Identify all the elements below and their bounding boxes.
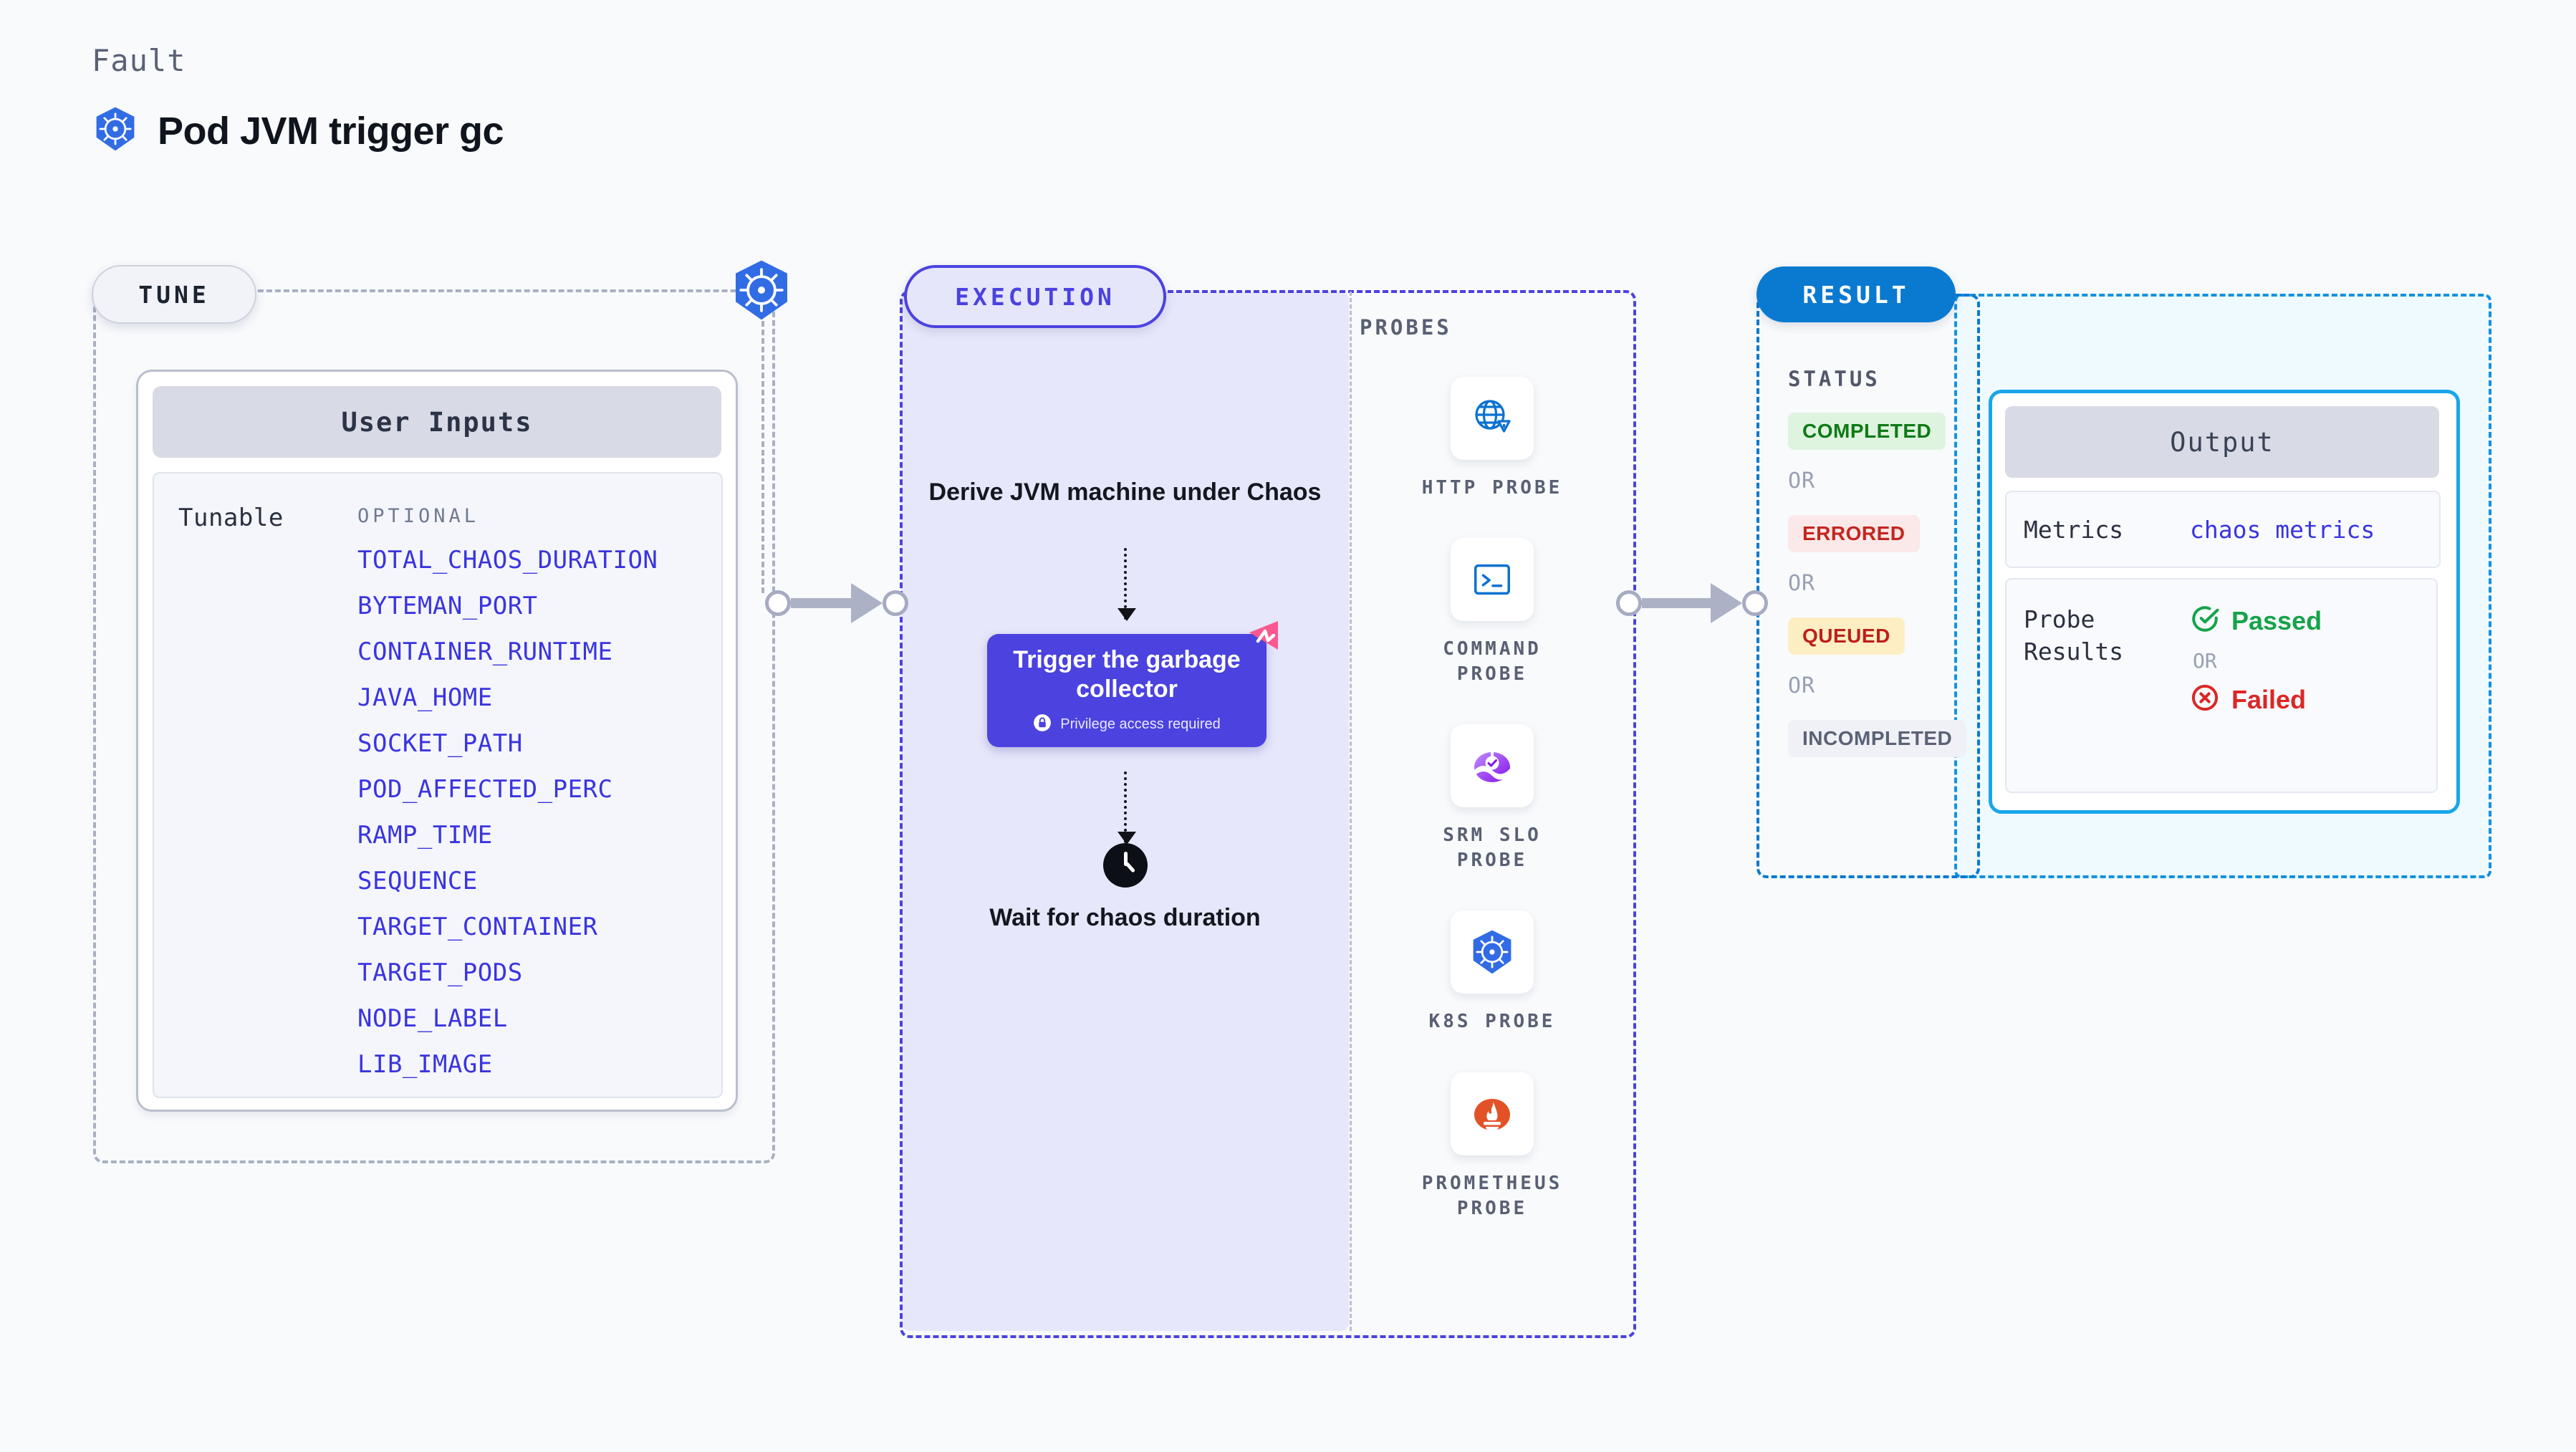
probe-srm-slo[interactable]: SRM SLO PROBE bbox=[1354, 724, 1630, 873]
metrics-value[interactable]: chaos metrics bbox=[2190, 515, 2375, 544]
optional-group-label: OPTIONAL bbox=[357, 505, 480, 527]
tunable-body: Tunable OPTIONAL TOTAL_CHAOS_DURATION BY… bbox=[153, 472, 723, 1098]
clock-icon bbox=[1102, 843, 1148, 888]
probe-srm-slo-label: SRM SLO PROBE bbox=[1443, 824, 1542, 872]
tunable-item[interactable]: TOTAL_CHAOS_DURATION bbox=[357, 546, 658, 574]
tunable-item[interactable]: SEQUENCE bbox=[357, 867, 478, 895]
status-or-1: OR bbox=[1788, 468, 1816, 494]
tunable-label: Tunable bbox=[178, 504, 284, 532]
tunable-item[interactable]: NODE_LABEL bbox=[357, 1004, 508, 1033]
status-badge-incompleted: INCOMPLETED bbox=[1788, 720, 1967, 757]
status-badge-errored: ERRORED bbox=[1788, 515, 1920, 552]
terminal-icon bbox=[1451, 538, 1534, 622]
connector-start-dot bbox=[1616, 590, 1642, 616]
probe-result-or: OR bbox=[2193, 649, 2217, 673]
gc-node-title: Trigger the garbage collector bbox=[1013, 645, 1241, 703]
gc-node-privilege-text: Privilege access required bbox=[1060, 716, 1221, 733]
tune-pill[interactable]: TUNE bbox=[92, 265, 256, 324]
lock-icon bbox=[1033, 713, 1052, 736]
tune-connector-stem bbox=[761, 321, 764, 593]
flow-arrow-1 bbox=[1118, 548, 1136, 621]
probe-prometheus[interactable]: PROMETHEUS PROBE bbox=[1354, 1072, 1630, 1221]
connector-end-dot bbox=[1742, 590, 1768, 616]
status-or-3: OR bbox=[1788, 673, 1816, 698]
prometheus-icon bbox=[1451, 1072, 1534, 1155]
output-metrics-row: Metrics chaos metrics bbox=[2005, 491, 2441, 568]
flow-arrow-2 bbox=[1118, 771, 1136, 845]
status-badge-completed: COMPLETED bbox=[1788, 413, 1946, 450]
connector-arrowhead bbox=[1711, 583, 1742, 623]
probes-column: PROBES HTTP PROBE COMMAND PROBE bbox=[1354, 315, 1630, 1221]
probes-title: PROBES bbox=[1360, 315, 1452, 340]
connector-arrowhead bbox=[851, 583, 883, 623]
status-title: STATUS bbox=[1788, 367, 1880, 391]
tunable-item[interactable]: TARGET_CONTAINER bbox=[357, 913, 598, 941]
gc-node-privilege: Privilege access required bbox=[1033, 713, 1221, 736]
probe-prometheus-label: PROMETHEUS PROBE bbox=[1421, 1172, 1563, 1219]
tunable-list: OPTIONAL TOTAL_CHAOS_DURATION BYTEMAN_PO… bbox=[357, 473, 658, 1097]
probe-k8s-label: K8S PROBE bbox=[1428, 1011, 1556, 1033]
probe-command[interactable]: COMMAND PROBE bbox=[1354, 538, 1630, 687]
probe-results-values: Passed OR Failed bbox=[2190, 604, 2322, 792]
status-or-2: OR bbox=[1788, 571, 1816, 596]
page-header: Fault Pod JVM trigger gc bbox=[92, 43, 504, 156]
execution-step-gc-node[interactable]: Trigger the garbage collector Privilege … bbox=[987, 621, 1278, 747]
probe-k8s[interactable]: K8S PROBE bbox=[1354, 910, 1630, 1034]
connector-bar bbox=[791, 598, 852, 608]
probe-result-failed: Failed bbox=[2190, 683, 2322, 716]
kubernetes-icon bbox=[92, 105, 139, 156]
tunable-item[interactable]: RAMP_TIME bbox=[357, 821, 493, 850]
execution-flow: Derive JVM machine under Chaos Trigger t… bbox=[901, 292, 1349, 1331]
srm-slo-icon bbox=[1451, 724, 1534, 808]
tunable-item[interactable]: TARGET_PODS bbox=[357, 958, 523, 987]
tunable-item[interactable]: JAVA_HOME bbox=[357, 683, 493, 712]
x-circle-icon bbox=[2190, 683, 2220, 716]
connector-tune-to-execution bbox=[765, 583, 908, 623]
probe-http[interactable]: HTTP PROBE bbox=[1354, 377, 1630, 501]
tunable-item[interactable]: BYTEMAN_PORT bbox=[357, 592, 538, 620]
metrics-label: Metrics bbox=[2024, 515, 2124, 544]
tunable-item[interactable]: CONTAINER_RUNTIME bbox=[357, 638, 613, 666]
tunable-item[interactable]: POD_AFFECTED_PERC bbox=[357, 775, 613, 804]
page-eyebrow: Fault bbox=[92, 43, 186, 78]
user-inputs-card: User Inputs Tunable OPTIONAL TOTAL_CHAOS… bbox=[136, 370, 738, 1112]
page-title-row: Pod JVM trigger gc bbox=[92, 105, 504, 156]
kubernetes-icon bbox=[1451, 910, 1534, 994]
execution-step-wait: Wait for chaos duration bbox=[901, 843, 1349, 934]
globe-warning-icon bbox=[1451, 377, 1534, 460]
execution-step-derive: Derive JVM machine under Chaos bbox=[928, 479, 1322, 506]
probe-http-label: HTTP PROBE bbox=[1421, 477, 1563, 499]
probe-result-passed: Passed bbox=[2190, 604, 2322, 638]
probe-result-passed-label: Passed bbox=[2231, 605, 2322, 635]
output-title: Output bbox=[2005, 406, 2439, 478]
tune-zone bbox=[93, 289, 775, 1163]
execution-pill[interactable]: EXECUTION bbox=[904, 265, 1166, 328]
check-circle-icon bbox=[2190, 604, 2220, 638]
output-probe-results-row: Probe Results Passed OR bbox=[2005, 578, 2438, 793]
connector-end-dot bbox=[883, 590, 908, 616]
probes-divider bbox=[1350, 292, 1352, 1331]
tunable-item[interactable]: LIB_IMAGE bbox=[357, 1050, 493, 1079]
status-badge-queued: QUEUED bbox=[1788, 617, 1905, 655]
user-inputs-title: User Inputs bbox=[153, 386, 721, 458]
execution-step-wait-label: Wait for chaos duration bbox=[989, 904, 1261, 931]
connector-execution-to-result bbox=[1616, 583, 1768, 623]
page-title: Pod JVM trigger gc bbox=[158, 109, 504, 153]
probe-results-label: Probe Results bbox=[2024, 605, 2124, 665]
probe-result-failed-label: Failed bbox=[2231, 684, 2307, 714]
result-pill[interactable]: RESULT bbox=[1756, 266, 1956, 322]
tunable-item[interactable]: SOCKET_PATH bbox=[357, 729, 523, 758]
kubernetes-icon-tune bbox=[729, 258, 794, 326]
probe-command-label: COMMAND PROBE bbox=[1443, 638, 1542, 686]
connector-bar bbox=[1642, 598, 1712, 608]
result-status-column: STATUS COMPLETED OR ERRORED OR QUEUED OR… bbox=[1788, 367, 1989, 757]
execution-zone bbox=[900, 290, 1636, 1338]
connector-start-dot bbox=[765, 590, 791, 616]
output-card: Output Metrics chaos metrics Probe Resul… bbox=[1989, 390, 2460, 814]
